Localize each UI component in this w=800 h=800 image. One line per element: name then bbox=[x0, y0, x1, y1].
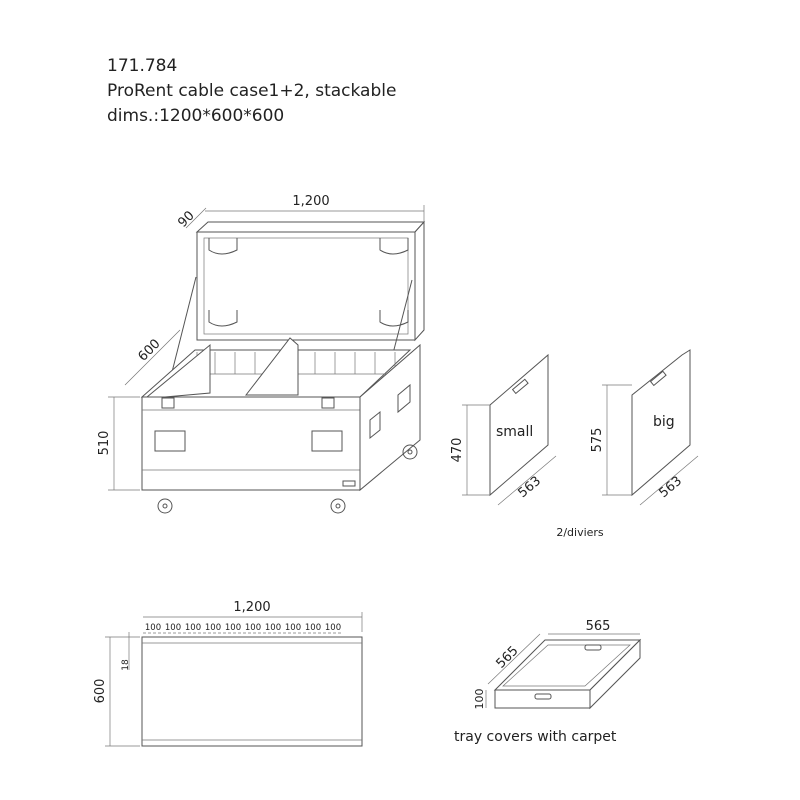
slot-label: 100 bbox=[165, 623, 181, 633]
divider-small-label: small bbox=[496, 424, 533, 440]
slot-label: 100 bbox=[245, 623, 261, 633]
case-drawing: 1,200 90 600 510 bbox=[97, 194, 426, 514]
case-depth-label: 600 bbox=[135, 336, 163, 364]
divider-small: small 470 563 bbox=[450, 353, 557, 506]
tray-caption: tray covers with carpet bbox=[454, 729, 617, 745]
plan-view: 1,200 100 100 100 100 100 100 100 100 10… bbox=[93, 600, 363, 747]
divider-big: big 575 563 bbox=[590, 349, 699, 506]
plan-depth-label: 600 bbox=[93, 679, 108, 704]
tray-height-label: 100 bbox=[473, 689, 486, 710]
product-dimensions: dims.:1200*600*600 bbox=[107, 106, 285, 126]
divider-big-label: big bbox=[653, 414, 675, 430]
wall-thickness-label: 18 bbox=[121, 659, 131, 671]
case-height-label: 510 bbox=[97, 431, 112, 456]
tray: 565 565 100 bbox=[473, 619, 642, 710]
slot-label: 100 bbox=[325, 623, 341, 633]
slot-label: 100 bbox=[265, 623, 281, 633]
divider-small-length: 563 bbox=[515, 474, 544, 501]
dividers-caption: 2/diviers bbox=[556, 526, 604, 539]
slot-label: 100 bbox=[285, 623, 301, 633]
wheel-icon bbox=[330, 498, 346, 514]
slot-label: 100 bbox=[205, 623, 221, 633]
case-width-label: 1,200 bbox=[292, 194, 329, 209]
plan-width-label: 1,200 bbox=[233, 600, 270, 615]
slot-label: 100 bbox=[145, 623, 161, 633]
lid-depth-label: 90 bbox=[175, 208, 197, 230]
slot-label: 100 bbox=[225, 623, 241, 633]
tray-width-label: 565 bbox=[586, 619, 611, 634]
divider-small-height: 470 bbox=[450, 438, 465, 463]
slot-label: 100 bbox=[305, 623, 321, 633]
product-name: ProRent cable case1+2, stackable bbox=[107, 81, 397, 101]
wheel-icon bbox=[402, 444, 418, 460]
divider-big-length: 563 bbox=[656, 474, 685, 501]
divider-big-height: 575 bbox=[590, 428, 605, 453]
wheel-icon bbox=[157, 498, 173, 514]
article-number: 171.784 bbox=[107, 56, 178, 76]
slot-label: 100 bbox=[185, 623, 201, 633]
